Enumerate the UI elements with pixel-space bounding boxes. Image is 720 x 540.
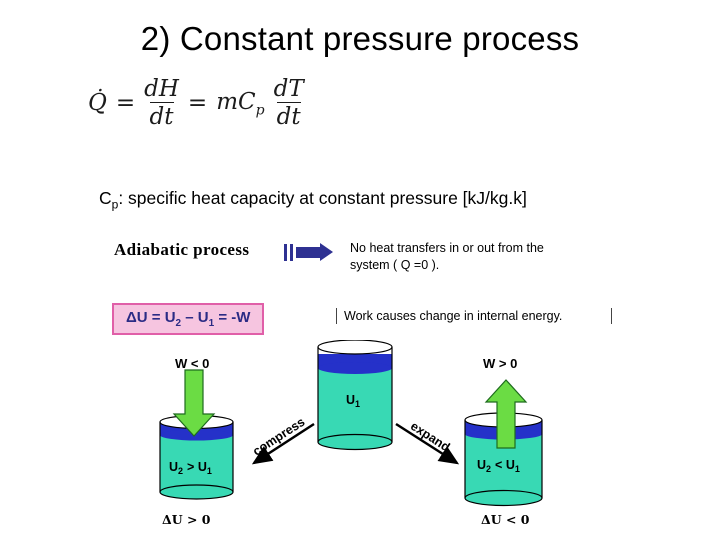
adiabatic-label: Adiabatic process: [114, 240, 250, 259]
compress-label: compress: [250, 415, 307, 459]
u2-lt-u1-label: U2< U1: [477, 458, 520, 474]
fraction-numerator: dH: [144, 76, 179, 102]
dt-dt-fraction: dT dt: [274, 76, 304, 131]
adiabatic-description: No heat transfers in or out from the sys…: [350, 241, 544, 272]
green-down-arrow: [172, 369, 216, 437]
thermo-figure: Adiabatic process No heat transfers in o…: [100, 233, 625, 536]
arrow-stripe: [289, 243, 293, 261]
delta-u-negative-label: ΔU < 0: [481, 512, 530, 527]
q-dot-term: Q̇: [88, 90, 107, 117]
green-up-arrow: [484, 379, 528, 449]
compress-arrow: [251, 422, 315, 465]
fraction-denominator: dt: [276, 102, 301, 131]
gas-region: [318, 368, 392, 442]
heat-rate-equation: Q̇ = dH dt = mCp dT dt: [88, 76, 304, 131]
work-negative-label: W < 0: [175, 356, 209, 371]
work-description: Work causes change in internal energy.: [336, 308, 612, 324]
cylinder-bottom: [159, 484, 234, 500]
piston-band-curve: [318, 362, 392, 374]
equals-sign: =: [187, 90, 208, 117]
adiabatic-arrow-icon: [284, 243, 333, 261]
u2-gt-u1-label: U2> U1: [169, 460, 212, 476]
cylinder-diagram: U1 compress expand W < 0: [159, 340, 543, 527]
u1-label: U1: [346, 393, 360, 409]
delta-u-equation: ΔU = U2 – U1 = -W: [112, 303, 265, 335]
arrow-stripe: [284, 243, 287, 261]
cylinder-left: W < 0 U2> U1 ΔU > 0: [159, 356, 234, 527]
cp-definition: Cp: specific heat capacity at constant p…: [99, 188, 527, 212]
cylinder-right: W > 0 U2< U1 ΔU < 0: [464, 356, 543, 527]
arrow-head-icon: [320, 243, 333, 261]
fraction-numerator: dT: [273, 76, 304, 102]
cylinder-bottom: [317, 433, 393, 451]
cylinder-middle: U1: [317, 340, 393, 451]
fraction-denominator: dt: [149, 102, 174, 131]
arrow-shaft: [296, 246, 320, 258]
equals-sign: =: [115, 90, 136, 117]
slide-title: 2) Constant pressure process: [140, 20, 580, 57]
cylinder-bottom: [464, 489, 543, 507]
m-cp-term: mCp: [216, 88, 265, 119]
dh-dt-fraction: dH dt: [144, 76, 179, 131]
work-positive-label: W > 0: [483, 356, 517, 371]
delta-u-positive-label: ΔU > 0: [162, 512, 211, 527]
cylinder-top: [317, 340, 393, 355]
gas-region: [160, 435, 233, 492]
expand-arrow: [395, 422, 460, 465]
piston-band-curve: [160, 429, 233, 441]
